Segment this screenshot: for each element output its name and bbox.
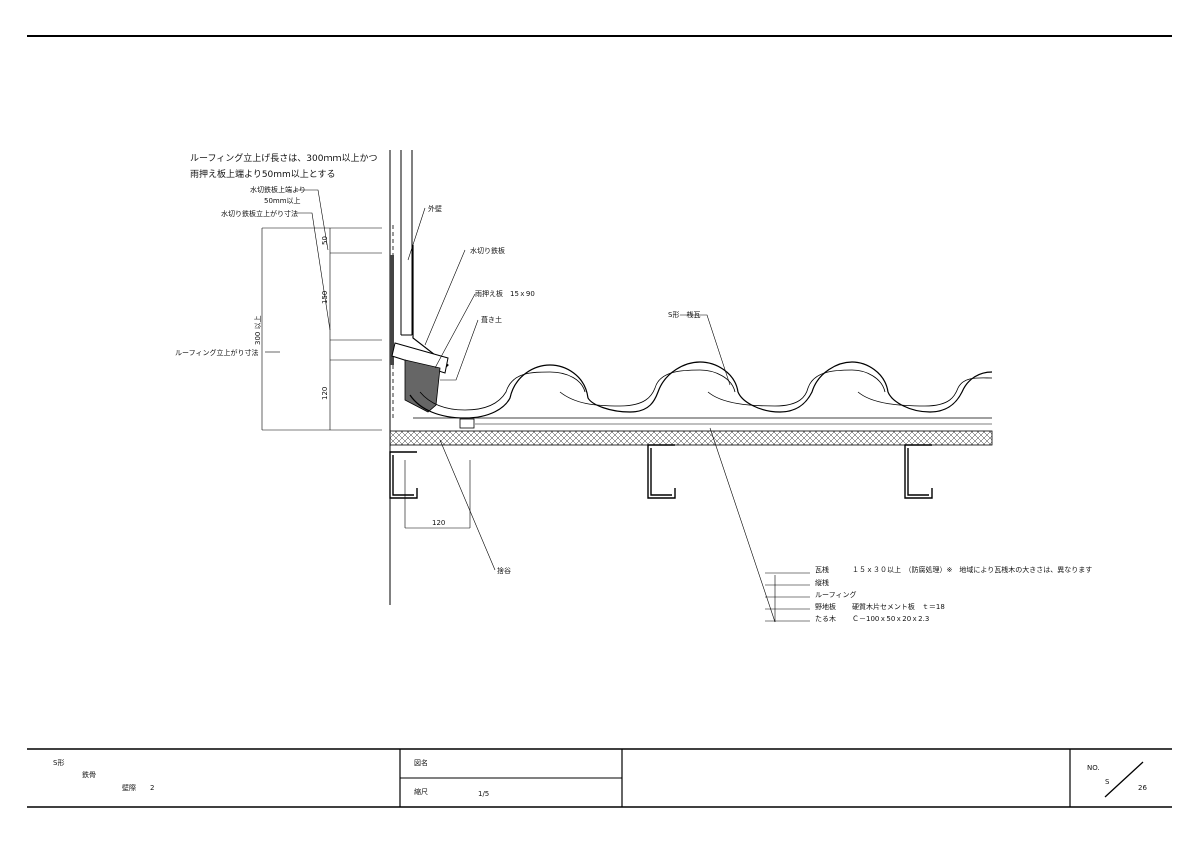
legend-name-2: ルーフィング xyxy=(815,590,856,599)
leader-lines xyxy=(265,189,810,623)
tile-batten xyxy=(459,418,475,429)
note-line-1: ルーフィング立上げ長さは、300ｍｍ以上かつ xyxy=(190,152,377,164)
tb-no-series: S xyxy=(1105,778,1110,786)
tb-part-no: 2 xyxy=(150,784,154,792)
tb-structure: 鉄骨 xyxy=(82,770,96,779)
tb-no-label: NO. xyxy=(1087,764,1100,772)
dim-150: 150 xyxy=(321,291,329,304)
legend-desc-4: Ｃ－100ｘ50ｘ20ｘ2.3 xyxy=(852,615,929,623)
dim-50: 50 xyxy=(321,236,329,245)
tb-scale-label: 縮尺 xyxy=(414,787,428,796)
dim-120-vertical: 120 xyxy=(321,387,329,400)
kiriteppan-top-label-2: 50mm以上 xyxy=(264,196,301,205)
title-block: S形 鉄骨 壁際 2 図名 縮尺 1/5 NO. S 26 xyxy=(53,758,1147,798)
tb-no-number: 26 xyxy=(1138,784,1147,792)
exterior-wall-label: 外壁 xyxy=(428,204,442,213)
flashing-label: 水切り鉄板 xyxy=(470,246,505,255)
kiriteppan-top-label: 水切鉄板上端より xyxy=(250,185,306,194)
legend-name-0: 瓦桟 xyxy=(815,565,829,574)
exterior-wall xyxy=(389,150,413,605)
rain-stop-board xyxy=(391,342,449,374)
legend-name-1: 縦桟 xyxy=(815,578,829,587)
roofing-rise-label: ルーフィング立上がり寸法 xyxy=(175,348,258,357)
mortar-label: 葺き土 xyxy=(481,315,502,324)
c-channel-rafters xyxy=(389,444,933,499)
tb-part: 壁際 xyxy=(122,783,136,792)
legend-desc-0: １５ｘ３０以上 （防腐処理）※ 地域により瓦桟木の大きさは、異なります xyxy=(852,565,1092,574)
tb-drawing-name-label: 図名 xyxy=(414,758,428,767)
dim-300: 300 以上 xyxy=(253,315,262,345)
kiriteppan-rise-label: 水切り鉄板立上がり寸法 xyxy=(221,209,298,218)
dim-120-horizontal: 120 xyxy=(432,519,445,527)
roofing-mortar xyxy=(404,359,441,413)
tb-type: S形 xyxy=(53,759,64,767)
roof-sheathing xyxy=(389,430,993,446)
tile-label: S形 桟瓦 xyxy=(668,310,700,319)
rain-stop-board-label: 雨押え板 15ｘ90 xyxy=(475,289,535,298)
gutter-label: 捨谷 xyxy=(497,566,511,575)
material-legend: 瓦桟 １５ｘ３０以上 （防腐処理）※ 地域により瓦桟木の大きさは、異なります 縦… xyxy=(815,565,1092,623)
legend-name-3: 野地板 xyxy=(815,602,836,611)
note-line-2: 雨押え板上端より50mm以上とする xyxy=(190,168,336,180)
tb-scale-value: 1/5 xyxy=(478,790,489,798)
legend-name-4: たる木 xyxy=(815,614,836,623)
legend-desc-3: 硬質木片セメント板 ｔ＝18 xyxy=(852,602,945,611)
